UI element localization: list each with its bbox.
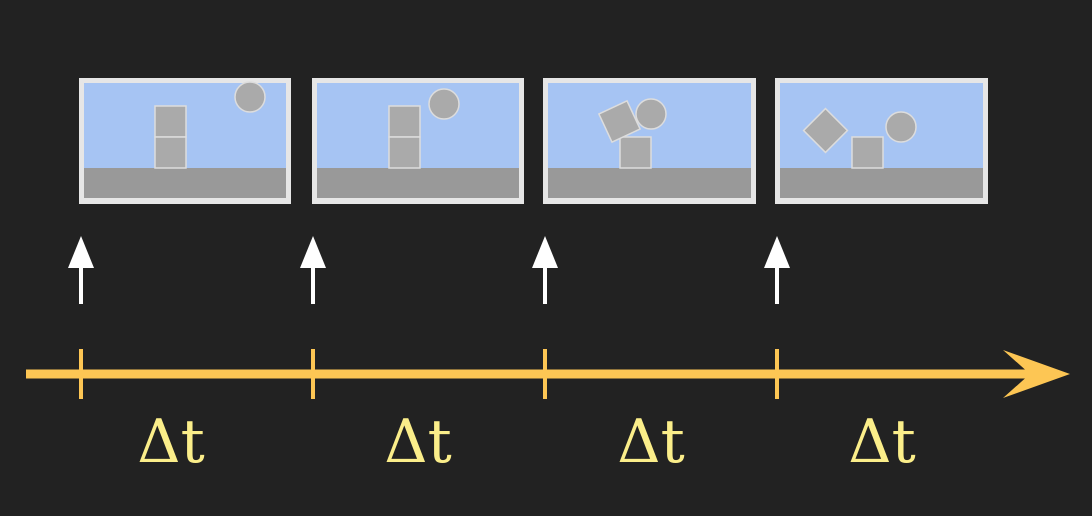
ball (635, 98, 667, 130)
snapshot-marker-4 (764, 236, 790, 304)
timeline-arrowhead (1003, 350, 1070, 398)
interval-label-2: Δt (384, 407, 451, 477)
ground (84, 168, 286, 198)
frame-1 (79, 78, 291, 204)
timeline-axis (26, 349, 1070, 399)
bottom-block (154, 136, 187, 169)
ball (234, 81, 266, 113)
ball (885, 111, 917, 143)
interval-label-1: Δt (137, 407, 204, 477)
bottom-block (619, 136, 652, 169)
bottom-block (388, 136, 421, 169)
snapshot-marker-3 (532, 236, 558, 304)
ground (317, 168, 519, 198)
ground (548, 168, 751, 198)
snapshot-marker-2 (300, 236, 326, 304)
interval-label-4: Δt (848, 407, 915, 477)
frame-3 (543, 78, 756, 204)
snapshot-marker-1 (68, 236, 94, 304)
top-block (154, 105, 187, 138)
falling-block (802, 107, 849, 154)
bottom-block (851, 136, 884, 169)
frame-4 (775, 78, 988, 204)
tipping-block (597, 99, 642, 144)
top-block (388, 105, 421, 138)
ground (780, 168, 983, 198)
ball (428, 88, 460, 120)
frame-2 (312, 78, 524, 204)
interval-label-3: Δt (617, 407, 684, 477)
